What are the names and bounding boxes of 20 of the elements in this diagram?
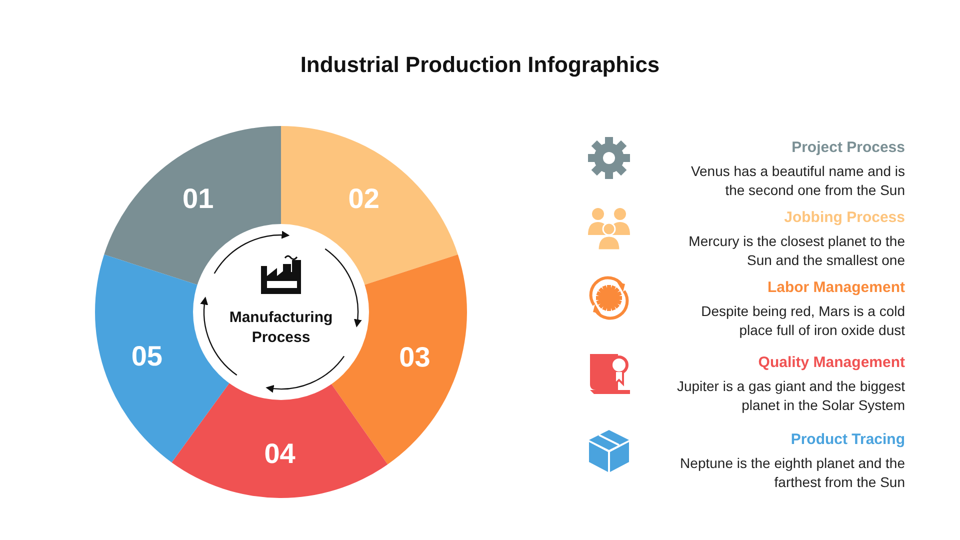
item-heading: Product Tracing <box>790 431 905 449</box>
ring-segment <box>281 126 458 286</box>
ring-segment <box>95 254 232 462</box>
step-number: 01 <box>182 182 214 214</box>
step-number: 03 <box>399 342 430 373</box>
center-label: Manufacturing Process <box>228 308 334 348</box>
item-description: Neptune is the eighth planet and the farthest from the Sun <box>679 454 905 492</box>
item-heading: Jobbing Process <box>783 209 905 227</box>
step-number: 04 <box>264 438 296 469</box>
item-description: Jupiter is a gas giant and the biggest planet in the Solar System <box>676 377 905 415</box>
ring-segment <box>104 126 281 286</box>
item-heading: Project Process <box>790 139 905 157</box>
item-description: Venus has a beautiful name and is the second one from the Sun <box>690 162 905 200</box>
item-heading: Quality Management <box>757 354 905 372</box>
item-heading: Labor Management <box>766 279 905 297</box>
item-description: Mercury is the closest planet to the Sun and the smallest one <box>688 232 905 270</box>
item-description: Despite being red, Mars is a cold place full of iron oxide dust <box>700 302 905 340</box>
title: Industrial Production Infographics <box>299 52 661 78</box>
step-number: 02 <box>348 182 380 214</box>
step-number: 05 <box>131 340 162 372</box>
